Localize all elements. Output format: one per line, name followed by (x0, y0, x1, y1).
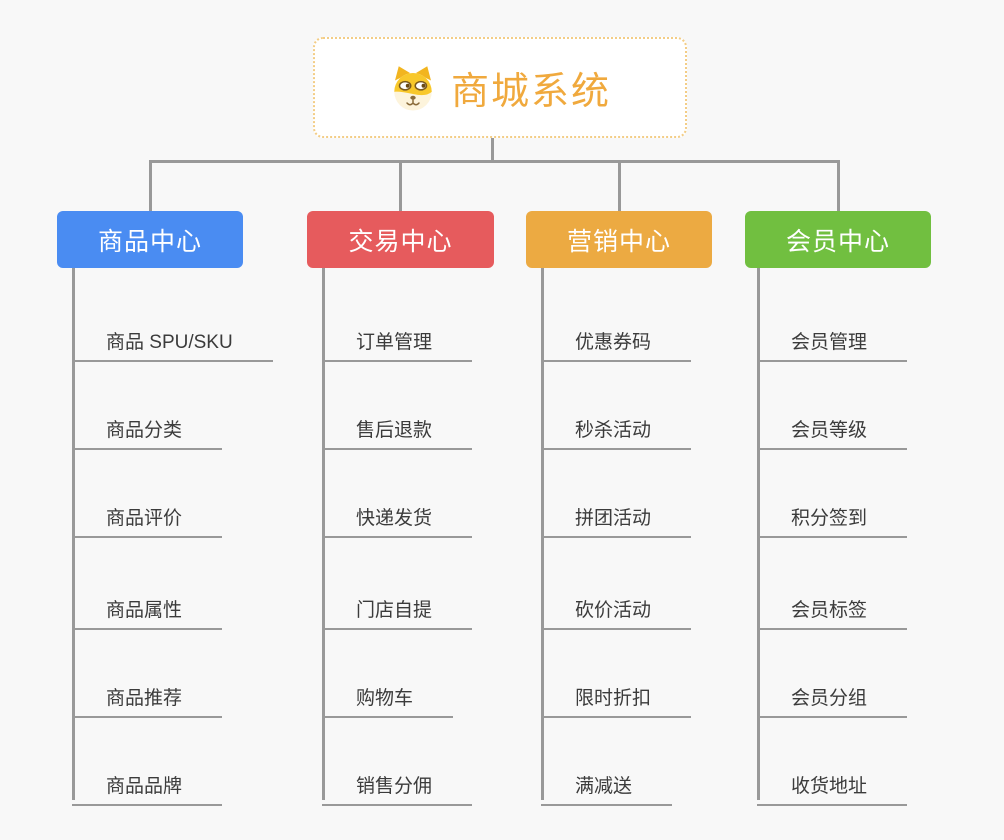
child-node[interactable]: 收货地址 (757, 760, 908, 806)
child-node[interactable]: 会员管理 (757, 316, 908, 362)
branch-node[interactable]: 会员中心 (745, 211, 931, 268)
child-node[interactable]: 会员等级 (757, 404, 908, 450)
child-node[interactable]: 满减送 (541, 760, 673, 806)
child-node[interactable]: 商品推荐 (72, 672, 223, 718)
child-node[interactable]: 购物车 (322, 672, 454, 718)
child-node[interactable]: 砍价活动 (541, 584, 692, 630)
connector-children-line (72, 268, 75, 800)
root-node[interactable]: 商城系统 (313, 37, 687, 138)
dog-face-icon (389, 64, 437, 112)
child-node[interactable]: 售后退款 (322, 404, 473, 450)
child-node[interactable]: 商品 SPU/SKU (72, 316, 273, 362)
child-node[interactable]: 限时折扣 (541, 672, 692, 718)
child-node[interactable]: 订单管理 (322, 316, 473, 362)
connector-children-line (541, 268, 544, 800)
child-node[interactable]: 积分签到 (757, 492, 908, 538)
connector-branch-drop (836, 162, 840, 211)
child-node[interactable]: 商品品牌 (72, 760, 223, 806)
connector-branch-drop (148, 162, 152, 211)
child-node[interactable]: 快递发货 (322, 492, 473, 538)
connector-children-line (322, 268, 325, 800)
child-node[interactable]: 会员标签 (757, 584, 908, 630)
branch-label: 营销中心 (566, 227, 671, 256)
branch-label: 商品中心 (97, 227, 202, 256)
child-node[interactable]: 秒杀活动 (541, 404, 692, 450)
branch-node[interactable]: 商品中心 (57, 211, 243, 268)
child-node[interactable]: 会员分组 (757, 672, 908, 718)
branch-node[interactable]: 交易中心 (307, 211, 494, 268)
child-node[interactable]: 商品分类 (72, 404, 223, 450)
branch-label: 交易中心 (348, 227, 453, 256)
connector-branch-drop (398, 162, 402, 211)
connector-branch-drop (617, 162, 621, 211)
child-node[interactable]: 销售分佣 (322, 760, 473, 806)
connector-horizontal-bus (149, 160, 840, 163)
branch-node[interactable]: 营销中心 (526, 211, 712, 268)
child-node[interactable]: 商品评价 (72, 492, 223, 538)
child-node[interactable]: 商品属性 (72, 584, 223, 630)
child-node[interactable]: 拼团活动 (541, 492, 692, 538)
child-node[interactable]: 门店自提 (322, 584, 473, 630)
root-label: 商城系统 (450, 71, 611, 113)
connector-children-line (757, 268, 760, 800)
branch-label: 会员中心 (785, 227, 890, 256)
connector-root-stub (491, 138, 494, 162)
child-node[interactable]: 优惠券码 (541, 316, 692, 362)
